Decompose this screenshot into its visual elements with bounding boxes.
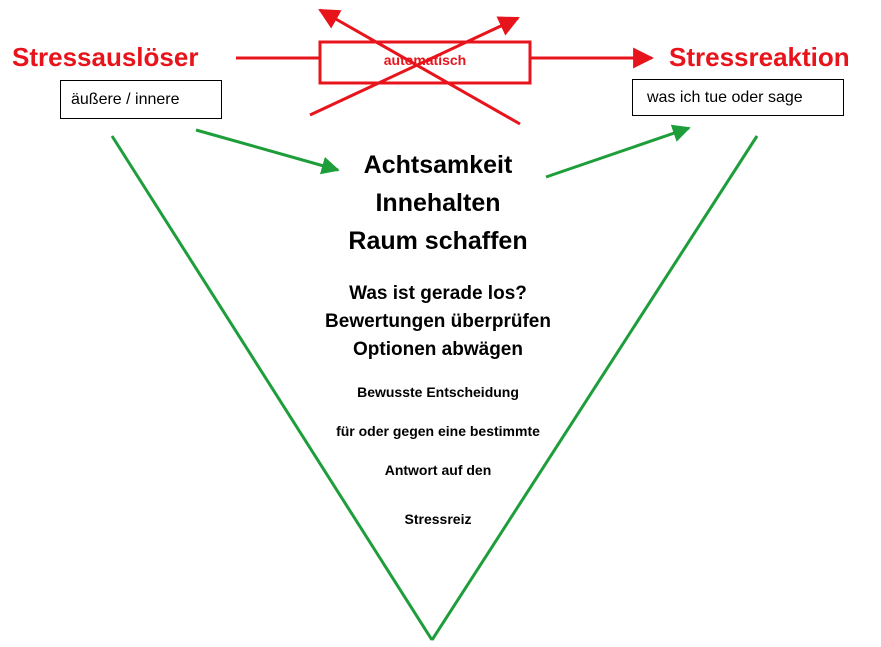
step-what-is-going-on: Was ist gerade los? [349,283,527,304]
green-v-right [430,135,759,641]
cross-out-arrow-1 [309,16,520,117]
step-weigh-options: Optionen abwägen [353,339,523,360]
trigger-type-box: äußere / innere [60,80,222,119]
tertiary-line-1: Bewusste Entscheidung [357,384,519,400]
trigger-type-text: äußere / innere [71,90,180,108]
green-arrow-to-center [195,128,340,175]
cross-out-arrow-2 [318,8,521,126]
secondary-steps: Was ist gerade los? Bewertungen überprüf… [238,280,638,364]
step-check-judgements: Bewertungen überprüfen [325,311,551,332]
tertiary-line-3: Antwort auf den [384,462,492,478]
primary-steps: Achtsamkeit Innehalten Raum schaffen [238,146,638,260]
tertiary-line-4: Stressreiz [404,511,472,527]
reaction-type-text: was ich tue oder sage [647,88,803,106]
step-pause: Innehalten [375,189,501,217]
green-v-left [110,135,434,641]
step-make-space: Raum schaffen [348,227,528,255]
automatic-label: automatisch [383,52,467,68]
green-arrow-to-reaction [545,124,691,179]
reaction-type-box: was ich tue oder sage [632,79,844,116]
tertiary-line-2: für oder gegen eine bestimmte [336,423,540,439]
step-mindfulness: Achtsamkeit [363,151,513,179]
stress-trigger-title: Stressauslöser [12,42,199,72]
stress-reaction-title: Stressreaktion [669,42,850,72]
